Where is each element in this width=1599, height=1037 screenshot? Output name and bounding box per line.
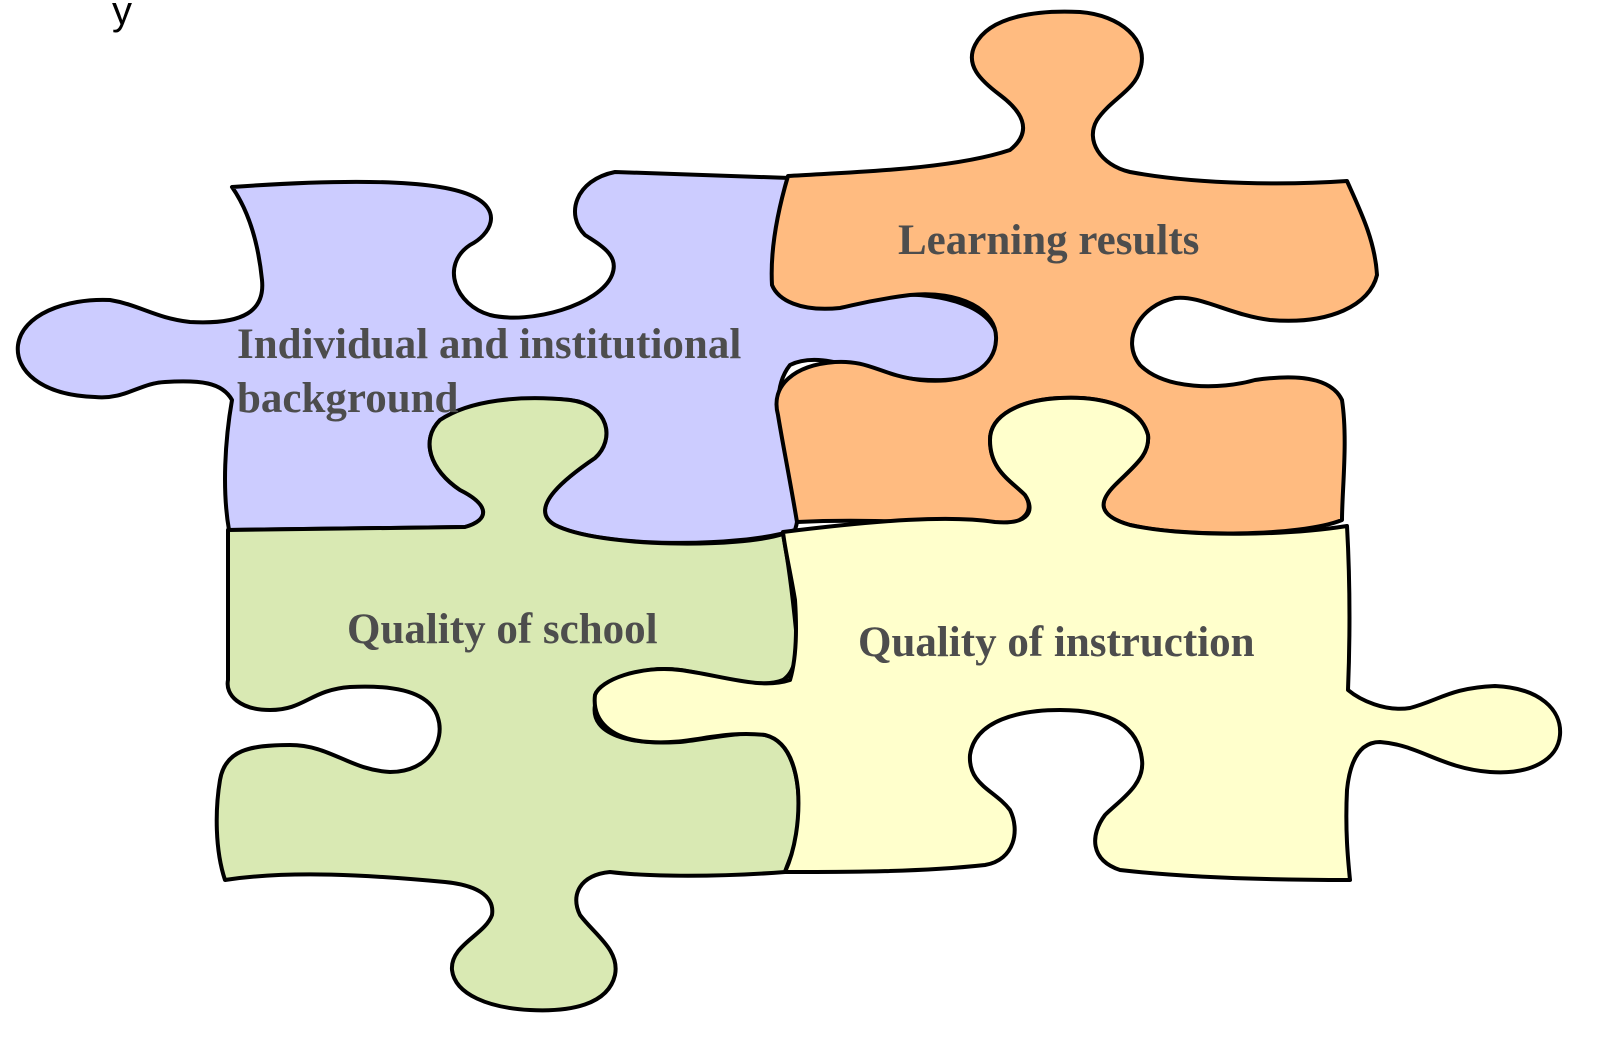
puzzle-piece-learning-results <box>769 9 1379 536</box>
label-individual-background: Individual and institutional background <box>237 321 752 422</box>
label-quality-of-school: Quality of school <box>347 606 658 653</box>
label-school-line-1: Quality of school <box>347 606 658 653</box>
label-individual-line-2: background <box>237 375 459 422</box>
label-individual-line-1: Individual and institutional <box>237 321 741 368</box>
label-quality-of-instruction: Quality of instruction <box>858 619 1255 666</box>
corner-fragment-text: y <box>112 0 132 33</box>
label-instruction-line-1: Quality of instruction <box>858 619 1255 666</box>
label-learning-line-1: Learning results <box>898 217 1199 264</box>
label-learning-results: Learning results <box>898 217 1199 264</box>
puzzle-piece-quality-of-instruction <box>592 395 1563 882</box>
puzzle-piece-quality-of-school <box>214 396 801 1013</box>
